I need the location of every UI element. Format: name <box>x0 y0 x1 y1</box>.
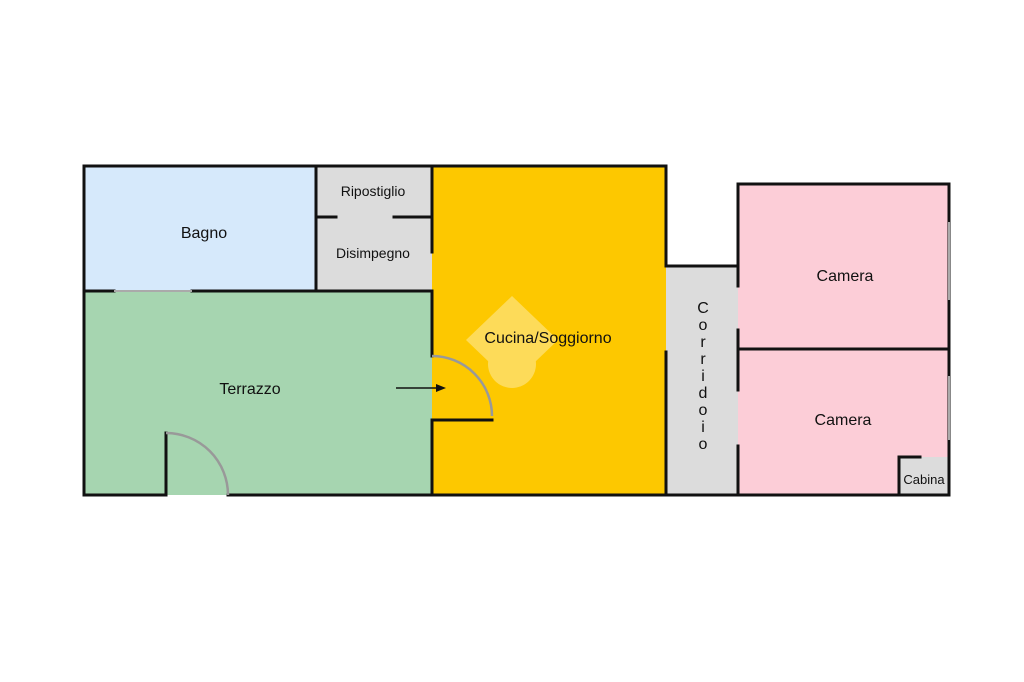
room-label-bagno: Bagno <box>181 225 227 242</box>
door-swings <box>165 354 494 496</box>
room-label-corridoio: C o r r i d o i o <box>697 300 709 453</box>
entrance-arrow-icon <box>396 384 446 392</box>
room-label-ripostiglio: Ripostiglio <box>341 183 406 199</box>
corridoio-letter: i <box>701 419 705 436</box>
openings <box>114 222 950 440</box>
corridoio-letter: o <box>699 436 708 453</box>
corridoio-letter: d <box>699 385 708 402</box>
room-label-cucina-soggiorno: Cucina/Soggiorno <box>484 330 611 347</box>
room-corridoio <box>666 266 738 495</box>
corridoio-letter: C <box>697 300 709 317</box>
corridoio-letter: i <box>701 368 705 385</box>
corridoio-letter: o <box>699 402 708 419</box>
room-cabina <box>899 457 949 495</box>
room-terrazzo <box>84 291 432 495</box>
agency-logo-watermark-icon <box>466 296 558 388</box>
room-label-camera-top: Camera <box>817 268 874 285</box>
room-cucina-soggiorno <box>432 166 666 495</box>
room-label-cabina: Cabina <box>903 472 945 487</box>
room-label-disimpegno: Disimpegno <box>336 245 410 261</box>
room-bagno <box>84 166 316 291</box>
corridoio-letter: o <box>699 317 708 334</box>
room-label-camera-bottom: Camera <box>815 412 872 429</box>
room-label-terrazzo: Terrazzo <box>219 381 280 398</box>
corridoio-letter: r <box>700 334 706 351</box>
corridoio-letter: r <box>700 351 706 368</box>
room-ripostiglio <box>316 166 432 217</box>
room-camera-top <box>738 184 949 349</box>
room-disimpegno <box>316 217 432 291</box>
